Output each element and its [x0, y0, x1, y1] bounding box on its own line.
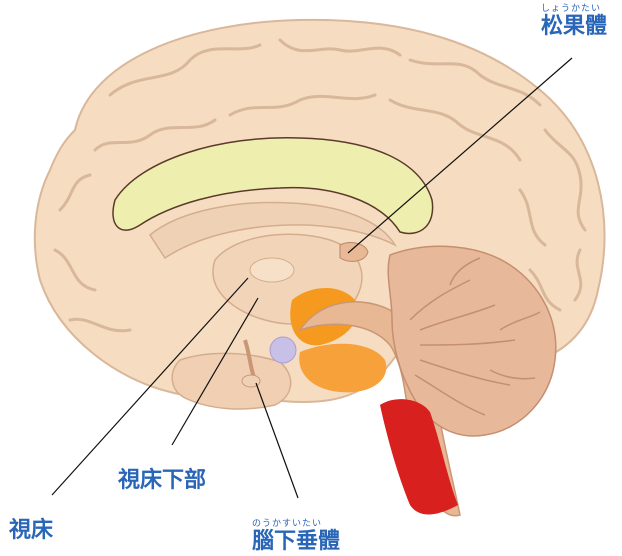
pineal-label: しょうかたい 松果體 [541, 4, 607, 38]
optic-chiasm [270, 337, 296, 363]
temporal-lobe [172, 353, 290, 409]
pineal-text: 松果體 [541, 14, 607, 38]
thalamus-text: 視床 [9, 518, 53, 542]
thalamus-nucleus [250, 258, 294, 282]
pituitary-label: のうかすいたい 腦下垂體 [252, 519, 340, 553]
hypothalamus-label: 視床下部 [118, 468, 206, 492]
hypothalamus-text: 視床下部 [118, 468, 206, 492]
thalamus-label: 視床 [9, 518, 53, 542]
pituitary-text: 腦下垂體 [252, 529, 340, 553]
